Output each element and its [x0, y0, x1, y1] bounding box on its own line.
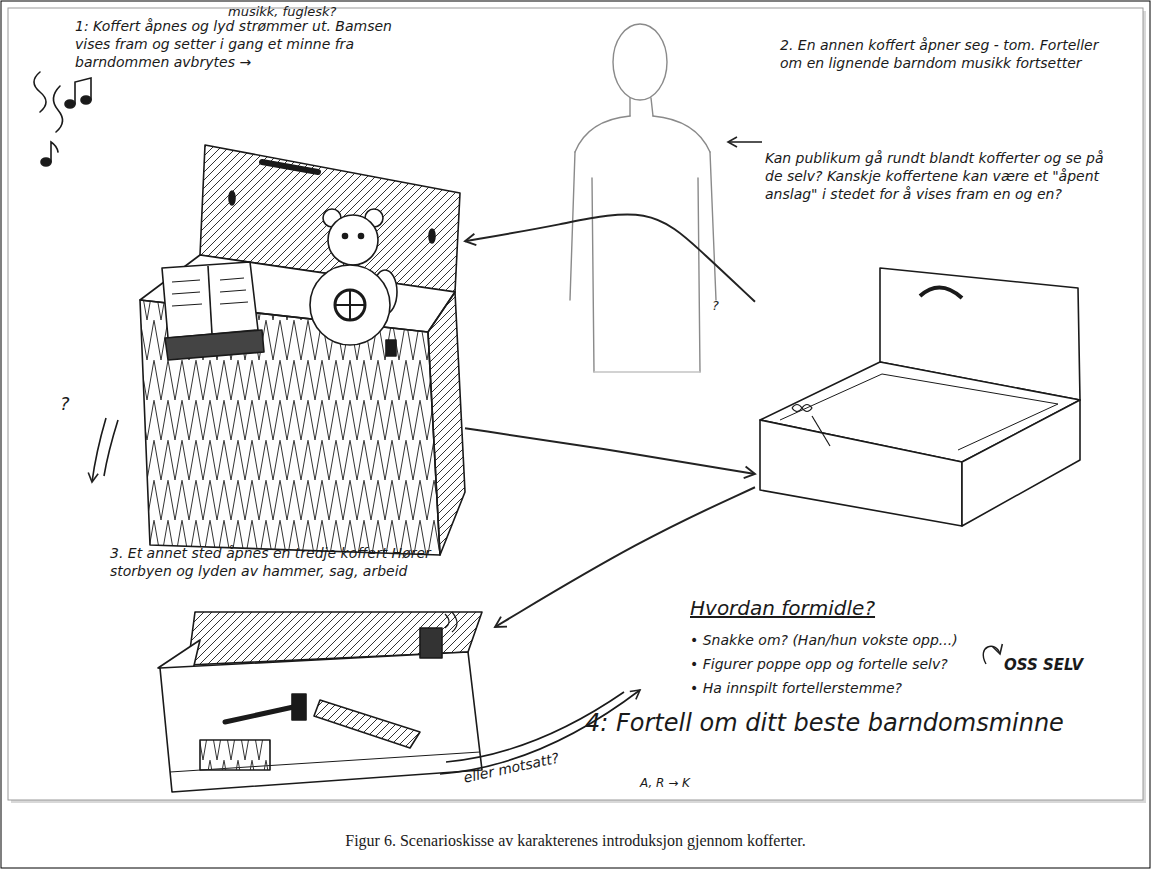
small-mark — [792, 405, 812, 412]
book-spine — [208, 266, 212, 334]
teddy-eye — [359, 234, 364, 239]
handwritten-note: musikk, fuglesk? — [228, 4, 428, 21]
teddy-head — [328, 215, 378, 265]
handwritten-note: Kan publikum gå rundt blandt kofferter o… — [765, 150, 1125, 204]
note-pointer — [728, 141, 762, 143]
suitcase-side — [428, 292, 465, 555]
sound-wave — [34, 72, 46, 112]
suitcase-scene: 1: Koffert åpnes og lyd strømmer ut. Bam… — [110, 135, 465, 560]
arrow-line — [104, 420, 118, 476]
curly-arrow — [983, 646, 1000, 664]
handwritten-note: 4: Fortell om ditt beste barndomsminne — [585, 708, 1145, 739]
handwritten-note: • Figurer poppe opp og fortelle selv? — [690, 656, 1020, 674]
flow-arrow — [465, 428, 755, 474]
scene-description: 2. En annen koffert åpner seg - tom. For… — [780, 37, 1115, 73]
note-head — [41, 158, 51, 166]
first-suitcase-drawing — [140, 145, 465, 555]
person-torso — [592, 178, 700, 372]
suitcase-lid — [188, 612, 482, 665]
figure-caption: Figur 6. Scenarioskisse av karakterenes … — [0, 832, 1151, 850]
radio — [165, 330, 264, 360]
handwritten-note: • Snakke om? (Han/hun vokste opp...) — [690, 632, 990, 650]
flow-arrow — [465, 215, 755, 302]
suitcase-front — [760, 420, 962, 526]
person-figure — [570, 24, 716, 372]
handwritten-note: Hvordan formidle? — [690, 596, 950, 622]
teddy-tummy — [335, 290, 365, 320]
note-head — [65, 100, 75, 108]
person-neck — [630, 98, 653, 116]
person-head — [613, 24, 667, 100]
suitcase-handle — [920, 287, 962, 298]
handwritten-note: ? — [712, 298, 736, 315]
note-stem — [51, 142, 58, 162]
rivet — [229, 191, 235, 205]
latch — [386, 340, 396, 356]
suitcase-scene: 2. En annen koffert åpner seg - tom. For… — [755, 262, 1085, 527]
suitcase-handle — [262, 162, 318, 172]
second-suitcase-drawing — [760, 268, 1080, 526]
suitcase-body — [160, 652, 482, 792]
scene-description: 3. Et annet sted åpnes en tredje koffert… — [110, 545, 460, 581]
person-shoulders — [575, 116, 710, 152]
note-head — [81, 96, 91, 104]
person-waist — [594, 371, 700, 372]
teddy-eye — [343, 234, 348, 239]
book-lines — [172, 278, 248, 306]
suitcase-side — [962, 400, 1080, 526]
radio — [420, 628, 442, 658]
small-mark — [812, 416, 830, 446]
handwritten-note: ? — [60, 392, 90, 415]
handwritten-note: A, R → K — [640, 776, 760, 791]
sound-wave — [445, 612, 457, 632]
music-notes — [34, 72, 91, 166]
suitcase-scene: 3. Et annet sted åpnes en tredje koffert… — [150, 608, 495, 798]
saw — [314, 700, 420, 748]
hammer-handle — [225, 706, 298, 722]
flow-arrow — [495, 487, 755, 627]
picture-frame — [8, 8, 1143, 800]
handwritten-note: • Ha innspilt fortellerstemme? — [690, 680, 1020, 698]
third-suitcase-drawing — [158, 612, 482, 792]
teddy-tummy-lines — [335, 290, 365, 320]
suitcase-front — [140, 300, 440, 555]
toolbox — [200, 740, 270, 770]
sound-wave — [53, 86, 62, 132]
teddy-body — [310, 265, 390, 345]
rivet — [429, 229, 435, 243]
hammer-head — [292, 694, 306, 720]
note-stem — [75, 78, 91, 104]
scene-description: 1: Koffert åpnes og lyd strømmer ut. Bam… — [75, 18, 405, 72]
book — [162, 262, 258, 338]
side-arrow — [92, 418, 118, 482]
handwritten-note: OSS SELV — [1004, 656, 1124, 675]
